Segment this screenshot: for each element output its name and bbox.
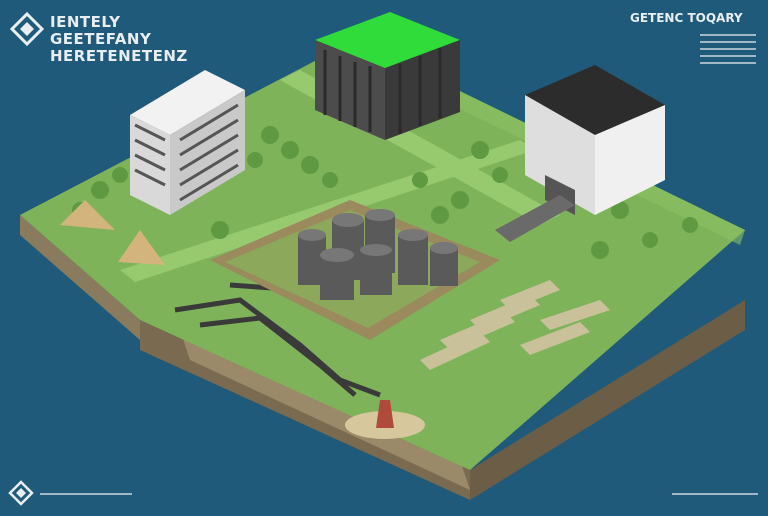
fine-print-right [700, 34, 756, 69]
title-right: GETENC TOQARY [630, 11, 743, 25]
plant-building [495, 65, 665, 242]
title-left: IENTELY GEETEFANY HERETENETENZ [50, 13, 188, 65]
crop-fields [420, 280, 610, 370]
diamond-logo-icon [8, 480, 34, 506]
diamond-logo-icon [10, 12, 44, 46]
drill-tower [345, 400, 425, 439]
reactor-block [315, 12, 460, 140]
fine-print-bottom-right [672, 493, 758, 500]
sand-piles [60, 200, 165, 265]
fine-print-bottom-left [40, 493, 132, 500]
tank-farm [210, 200, 500, 340]
office-building [130, 70, 245, 215]
